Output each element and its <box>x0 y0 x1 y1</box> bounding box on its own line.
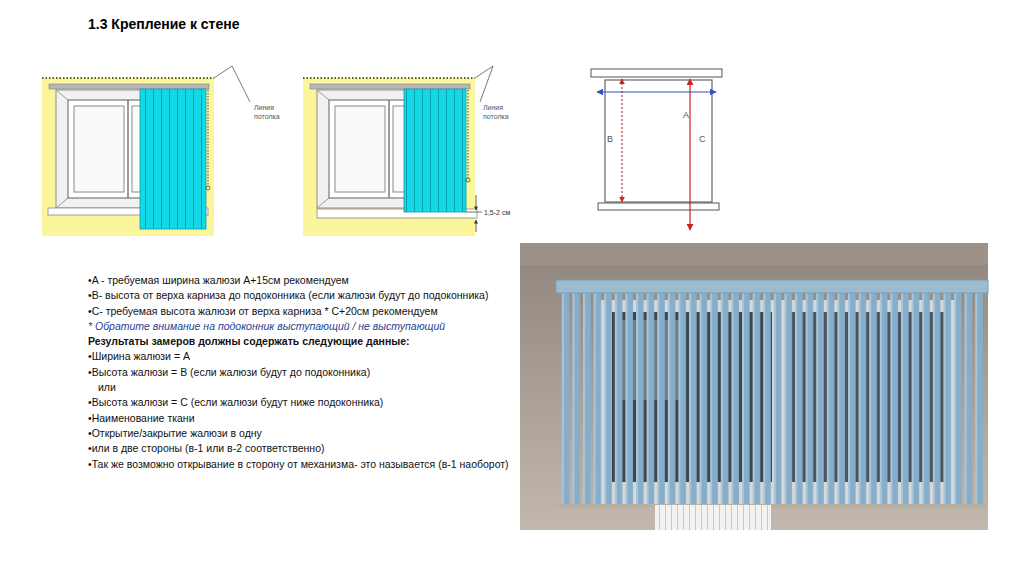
window-sketch-1 <box>42 78 214 236</box>
note-line: Результаты замеров должны содержать след… <box>88 334 516 349</box>
window-sketch-2 <box>303 78 477 236</box>
note-line: •Открытие/закрытие жалюзи в одну <box>88 426 516 441</box>
note-line: •Наименование ткани <box>88 411 516 426</box>
note-line: •Высота жалюзи = C (если жалюзи будут ни… <box>88 395 516 410</box>
note-line: * Обратите внимание на подоконник выступ… <box>88 319 516 334</box>
dimension-letter: B <box>607 134 613 145</box>
note-line: или <box>88 380 516 395</box>
blinds-photo <box>520 243 988 530</box>
dimension-letter: C <box>699 134 706 145</box>
note-line: •Высота жалюзи = B (если жалюзи будут до… <box>88 365 516 380</box>
note-line: •Так же возможно открывание в сторону от… <box>88 457 516 472</box>
dimension-letter: A <box>683 110 689 121</box>
gap-dimension: 1,5-2 см <box>484 208 510 217</box>
note-line: •B- высота от верха карниза до подоконни… <box>88 288 516 303</box>
note-line: •C- требуемая высота жалюзи от верха кар… <box>88 304 516 319</box>
ceiling-line-label: Линия потолка <box>483 103 517 121</box>
measure-sketch <box>591 69 722 230</box>
leader-line <box>475 66 493 102</box>
note-line: •A - требуемая ширина жалюзи А+15см реко… <box>88 273 516 288</box>
ceiling-line-label: Линия потолка <box>254 103 288 121</box>
gap-dimension <box>466 195 482 232</box>
note-line: •или в две стороны (в-1 или в-2 соответс… <box>88 441 516 456</box>
leader-line <box>214 66 250 102</box>
note-line: •Ширина жалюзи = A <box>88 349 516 364</box>
slide-title: 1.3 Крепление к стене <box>88 15 240 33</box>
